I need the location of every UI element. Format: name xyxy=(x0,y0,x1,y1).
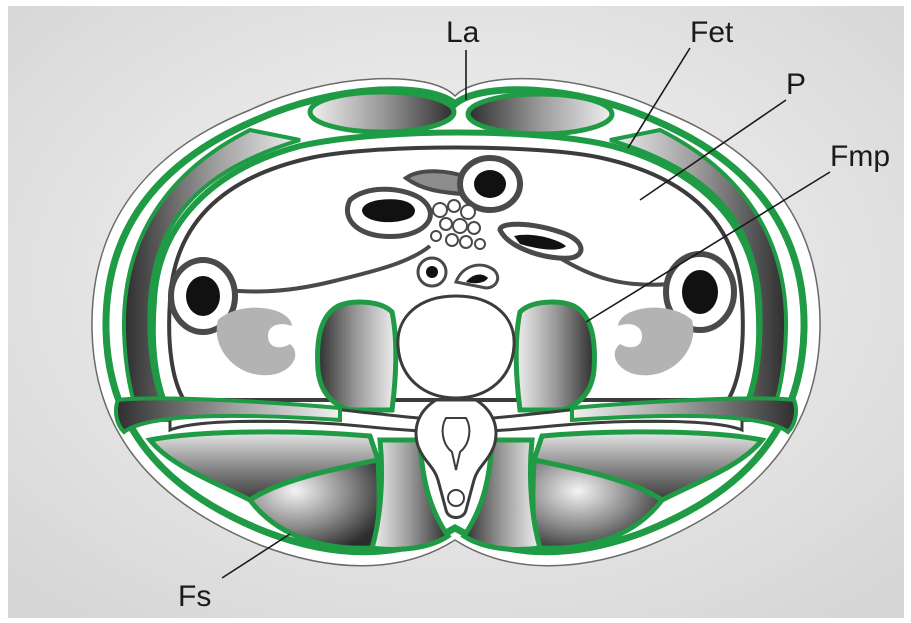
rectus-muscle-left xyxy=(310,92,454,132)
psoas-left xyxy=(318,302,396,410)
rectus-muscle-right xyxy=(468,94,612,134)
aorta-lumen xyxy=(426,266,438,278)
spinous-process-tip xyxy=(448,490,464,506)
vertebral-body xyxy=(398,296,514,398)
label-fs: Fs xyxy=(178,580,211,613)
label-fet: Fet xyxy=(690,16,734,49)
stomach-lumen xyxy=(362,199,415,222)
label-la: La xyxy=(446,16,480,49)
label-p: P xyxy=(786,68,806,101)
transverse-colon-lumen xyxy=(474,170,506,198)
label-fmp: Fmp xyxy=(830,140,890,173)
psoas-right xyxy=(516,302,594,410)
